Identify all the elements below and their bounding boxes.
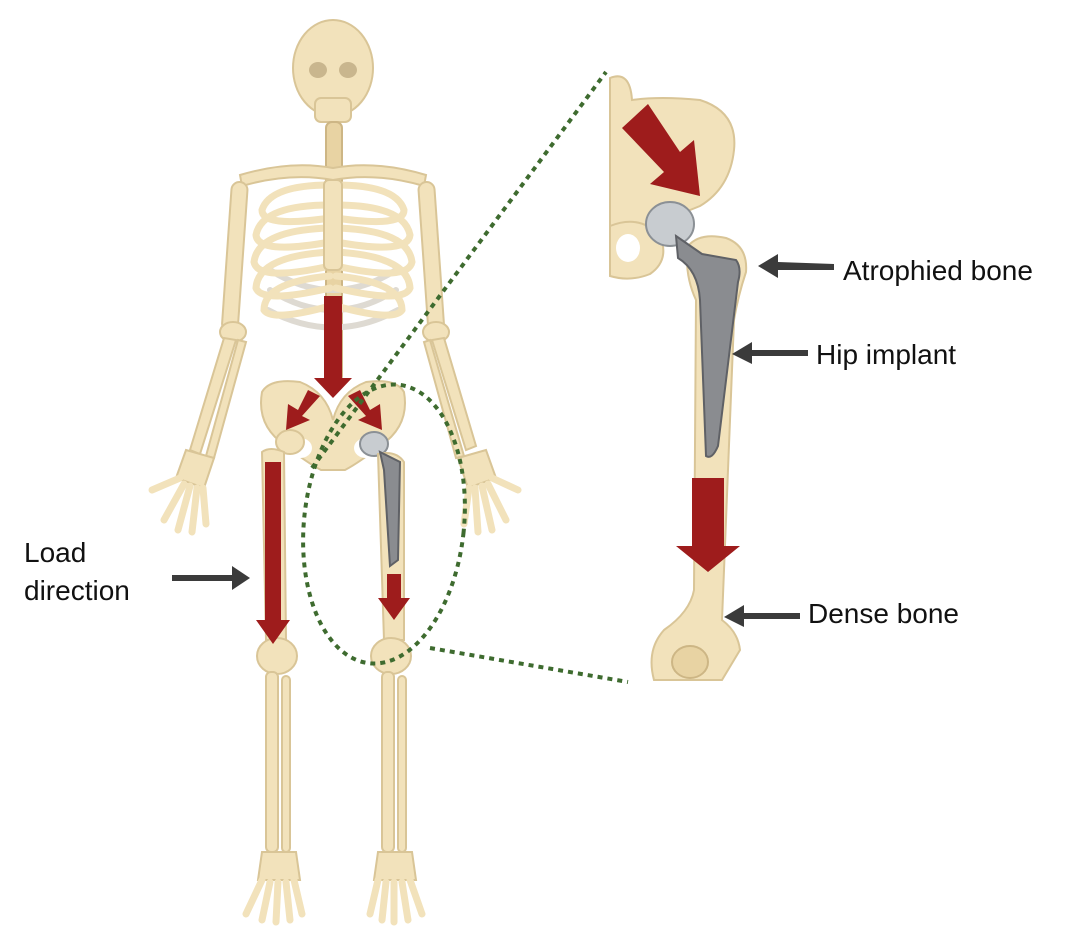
implant-stem-small [378, 450, 402, 568]
ribcage [250, 179, 416, 319]
radius-right [430, 336, 478, 452]
humerus-right [417, 180, 445, 333]
pointer-arrows [172, 254, 834, 627]
fibula-right [397, 675, 407, 853]
implant-cup [645, 201, 695, 247]
hand-right [456, 448, 522, 536]
label-direction: direction [24, 575, 130, 606]
knee-right [370, 637, 412, 675]
humerus-left [221, 180, 249, 333]
tibia-right [381, 671, 395, 853]
implant-head-small [359, 431, 389, 457]
label-atrophied-bone: Atrophied bone [843, 255, 1033, 286]
labels: Load direction Atrophied bone Hip implan… [24, 255, 1033, 629]
label-load: Load [24, 537, 86, 568]
red-down-arrow-icon [378, 574, 410, 620]
label-hip-implant: Hip implant [816, 339, 956, 370]
red-down-arrow-icon [622, 104, 700, 196]
red-down-arrow-icon [286, 390, 320, 430]
eye-socket-left [309, 62, 327, 78]
zoom-indicator [301, 70, 629, 684]
zoom-ellipse [301, 382, 467, 666]
left-pointing-arrow-icon [732, 342, 808, 364]
sternum [323, 179, 343, 271]
left-pointing-arrow-icon [724, 605, 800, 627]
foot-left [242, 851, 306, 926]
obturator-enlarged [616, 234, 640, 262]
eye-socket-right [339, 62, 357, 78]
label-dense-bone: Dense bone [808, 598, 959, 629]
femoral-head-left [275, 429, 305, 455]
femoral-condyle [671, 645, 709, 679]
foot-right [366, 851, 426, 926]
left-pointing-arrow-icon [172, 566, 250, 590]
tibia-left [265, 671, 279, 853]
jaw [314, 97, 352, 123]
red-down-arrow-icon [256, 462, 290, 644]
zoom-line-top [310, 70, 608, 470]
knee-left [256, 637, 298, 675]
fibula-left [281, 675, 291, 853]
left-pointing-arrow-icon [758, 254, 834, 278]
red-down-arrow-icon [676, 478, 740, 572]
red-down-arrow-icon [314, 296, 352, 398]
enlarged-hip-femur [609, 75, 748, 681]
implant-stem [674, 233, 741, 458]
hand-left [148, 448, 216, 536]
zoom-line-bottom [429, 646, 629, 684]
